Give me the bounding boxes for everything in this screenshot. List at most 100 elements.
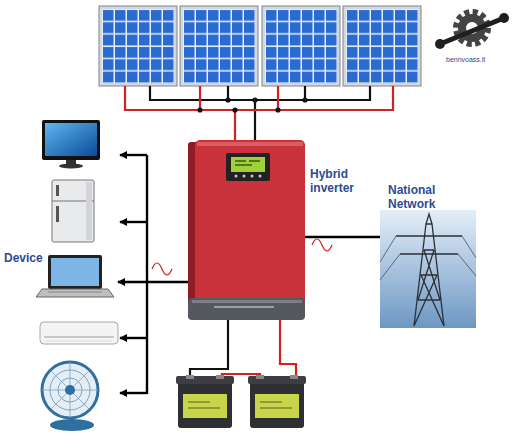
solar-panels — [262, 6, 340, 86]
node-label: Hybrid inverter — [310, 167, 366, 195]
watermark-gear — [435, 12, 509, 49]
air-conditioner — [44, 336, 114, 338]
grid-box: National Network — [380, 182, 476, 328]
watermark-gear — [435, 39, 445, 49]
solar-panels — [99, 6, 177, 86]
battery-wiring — [190, 320, 296, 378]
panel-wiring — [150, 86, 370, 140]
panel-wiring — [232, 107, 237, 112]
solar-panels — [183, 9, 255, 83]
batteries — [183, 394, 227, 418]
watermark-gear — [499, 13, 509, 23]
power-pylon — [380, 210, 476, 328]
inverter-drawing — [235, 161, 260, 165]
television — [59, 164, 83, 169]
solar-panels — [102, 9, 174, 83]
laptop — [51, 258, 99, 286]
inverter-drawing — [251, 175, 254, 178]
batteries — [248, 376, 306, 384]
inverter-drawing — [188, 298, 305, 320]
watermark-gear — [440, 18, 504, 44]
power-pylon — [380, 236, 476, 280]
inverter-drawing — [231, 157, 265, 172]
device-group: Device — [0, 115, 118, 433]
batteries — [260, 402, 292, 408]
panel-wiring — [252, 97, 257, 102]
refrigerator — [86, 182, 92, 240]
television — [45, 123, 97, 156]
refrigerator — [52, 180, 94, 242]
air-conditioner — [46, 341, 112, 342]
fan — [42, 362, 98, 418]
battery-wiring — [280, 320, 296, 378]
solar-panels — [180, 6, 258, 86]
power-connector — [305, 236, 380, 238]
air-conditioner — [40, 322, 118, 344]
load-bus — [146, 155, 148, 394]
laptop — [36, 289, 114, 297]
inverter-drawing — [235, 175, 238, 178]
batteries — [178, 380, 232, 428]
laptop — [48, 292, 102, 293]
solar-panels — [343, 6, 421, 86]
batteries — [176, 376, 234, 384]
inverter-drawing — [243, 175, 246, 178]
refrigerator — [56, 206, 59, 222]
solar-panels — [265, 9, 337, 83]
inverter-drawing — [226, 153, 270, 181]
batteries — [250, 380, 304, 428]
air-conditioner — [40, 322, 118, 344]
watermark-text: bennvoass.it — [446, 56, 485, 64]
batteries — [255, 394, 299, 418]
panel-wiring — [197, 107, 202, 112]
power-connector — [118, 281, 188, 283]
load-bus — [120, 337, 147, 339]
inverter-drawing — [214, 306, 274, 308]
power-pylon — [380, 210, 476, 328]
inverter-box: Hybrid inverter — [188, 140, 305, 320]
solar-panels — [262, 6, 340, 86]
batteries — [188, 402, 220, 408]
load-bus — [120, 221, 147, 223]
panel-wiring — [302, 97, 307, 102]
inverter-drawing — [192, 300, 302, 303]
ac-sine-symbols — [152, 239, 332, 275]
fan — [42, 362, 98, 418]
ac-sine-symbols — [312, 239, 332, 251]
television — [42, 120, 100, 169]
laptop — [48, 255, 102, 289]
node-label: National Network — [388, 183, 454, 211]
laptop — [36, 255, 114, 297]
battery-wiring — [190, 320, 228, 378]
solar-panels — [343, 6, 421, 86]
refrigerator — [52, 180, 94, 242]
load-bus — [120, 392, 147, 394]
television — [42, 120, 100, 160]
fan — [65, 385, 75, 395]
solar-panels — [346, 9, 418, 83]
inverter-drawing — [197, 142, 303, 146]
batteries — [256, 375, 264, 379]
solar-panels — [99, 6, 177, 86]
ac-sine-symbols — [152, 263, 172, 275]
panel-wiring — [125, 86, 393, 140]
solar-panels — [180, 6, 258, 86]
panel-wiring — [225, 97, 230, 102]
fan — [42, 362, 98, 431]
load-bus — [120, 154, 147, 156]
fan — [50, 419, 94, 431]
batteries — [186, 375, 194, 379]
inverter-drawing — [195, 140, 305, 318]
television — [66, 160, 76, 164]
node-label: Device — [4, 251, 64, 265]
panel-wiring — [125, 86, 393, 140]
power-pylon — [396, 214, 462, 326]
batteries — [216, 375, 224, 379]
batteries — [176, 375, 306, 428]
panel-wiring — [275, 107, 280, 112]
inverter-drawing — [259, 175, 262, 178]
inverter-drawing — [188, 140, 305, 320]
